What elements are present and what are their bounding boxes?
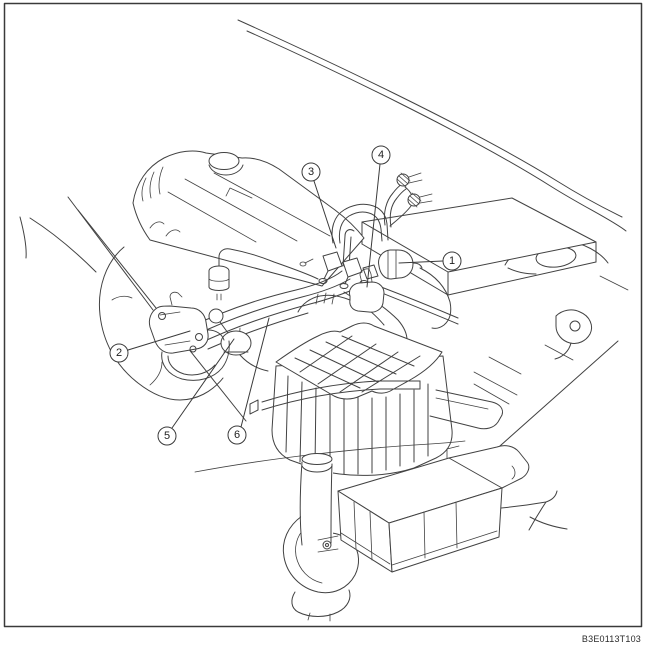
callout-4-circle <box>371 145 391 165</box>
callout-2: 2 <box>109 330 191 363</box>
hook-bracket <box>555 309 593 344</box>
pipe-loop <box>331 203 389 244</box>
callout-6: 6 <box>227 317 270 445</box>
air-cleaner-lid <box>275 322 443 400</box>
figure-border <box>3 2 643 628</box>
clamp-band <box>249 380 421 415</box>
callout-3-circle <box>301 162 321 182</box>
callout-3-label: 3 <box>308 166 314 178</box>
purge-valve <box>378 249 452 329</box>
air-cleaner-ribs <box>285 375 429 475</box>
fuel-damper <box>208 265 230 291</box>
callout-6-label: 6 <box>234 429 240 441</box>
callout-5: 5 <box>157 338 235 446</box>
callout-2-label: 2 <box>116 347 122 359</box>
callout-1: 1 <box>398 251 462 271</box>
vacuum-actuator <box>208 308 269 372</box>
callout-4-leader <box>366 163 381 288</box>
callout-5-label: 5 <box>164 430 170 442</box>
callout-4: 4 <box>366 145 391 288</box>
callout-4-label: 4 <box>378 149 384 161</box>
callout-1-leader <box>398 260 444 264</box>
solenoid-valves <box>299 229 379 289</box>
maf-sensor <box>297 268 385 313</box>
hood-and-body-lines <box>19 19 629 531</box>
callout-2-circle <box>109 343 129 363</box>
resonator-box <box>337 445 530 573</box>
evap-plumbing <box>148 172 459 381</box>
oil-filler-cap <box>208 152 240 170</box>
intake-ducting <box>194 440 530 622</box>
valve-cover <box>132 150 365 287</box>
callout-5-circle <box>157 426 177 446</box>
mounting-bracket <box>148 291 230 381</box>
callout-2-leader <box>127 330 191 351</box>
callout-5-leader <box>171 338 235 429</box>
inlet-duct-strip <box>429 389 503 430</box>
lid-grid <box>294 335 421 393</box>
callout-1-circle <box>442 251 462 271</box>
figure-code: B3E0113T103 <box>582 634 641 644</box>
callout-6-circle <box>227 425 247 445</box>
duct-tube <box>299 461 303 546</box>
callout-6-leader <box>240 317 270 428</box>
callout-3-leader <box>313 180 337 249</box>
engine <box>98 150 365 401</box>
battery-tray <box>361 197 597 296</box>
callout-1-label: 1 <box>449 255 455 267</box>
duct-clamp <box>301 453 333 465</box>
crossing-hose <box>194 440 466 473</box>
air-cleaner <box>249 268 503 476</box>
fuel-hose-banjo-fittings <box>383 172 433 228</box>
callout-3: 3 <box>301 162 337 249</box>
